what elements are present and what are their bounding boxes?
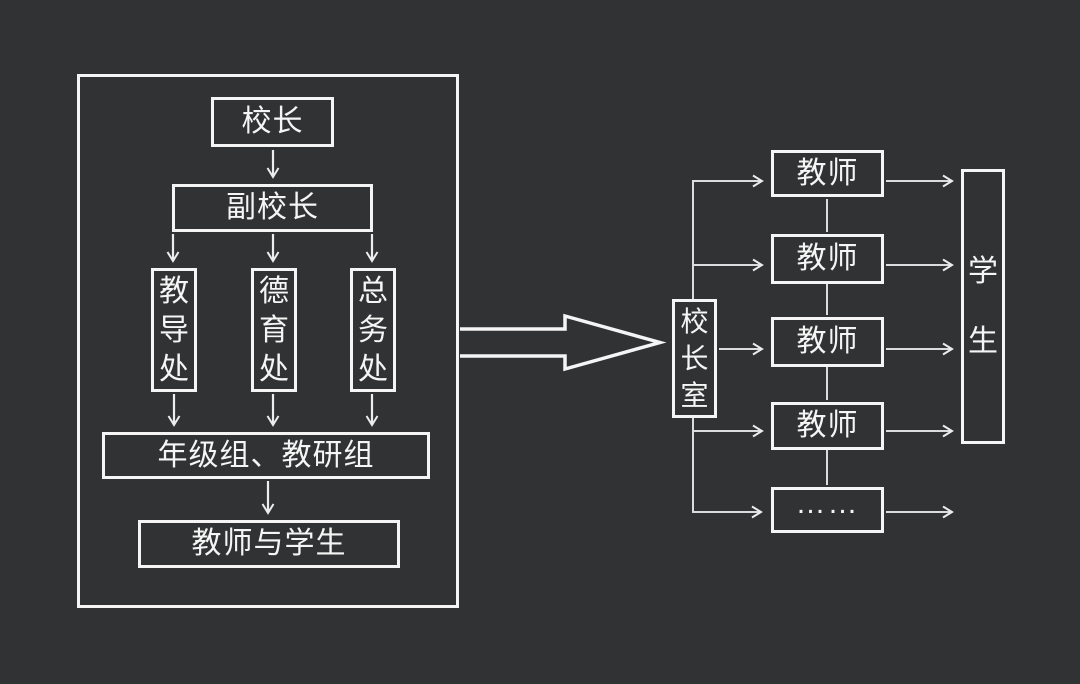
grade-group-teaching-research-group-box: 年级组、教研组 (102, 432, 430, 479)
big-right-block-arrow (460, 313, 667, 372)
office-to-teacher-arrows (692, 174, 764, 519)
more-teachers-ellipsis-box: …… (771, 487, 884, 533)
teacher-box-1: 教师 (771, 150, 884, 197)
left-structure-frame (77, 74, 459, 608)
ellipsis-dots: …… (795, 487, 860, 520)
vice-principal-box: 副校长 (172, 184, 373, 232)
teachers-and-students-box: 教师与学生 (138, 520, 400, 568)
students-box: 学生 (961, 169, 1005, 444)
teacher-box-3: 教师 (771, 317, 884, 367)
teaching-affairs-office-box: 教导处 (151, 268, 197, 392)
teacher-box-2: 教师 (771, 234, 884, 284)
left-hierarchy-arrows (166, 150, 379, 515)
principal-office-box: 校长室 (672, 299, 717, 418)
general-affairs-office-box: 总务处 (350, 268, 396, 392)
teacher-to-student-arrows (886, 174, 954, 519)
principal-box: 校长 (211, 97, 334, 147)
moral-education-office-box: 德育处 (251, 268, 297, 392)
teacher-box-4: 教师 (771, 402, 884, 450)
